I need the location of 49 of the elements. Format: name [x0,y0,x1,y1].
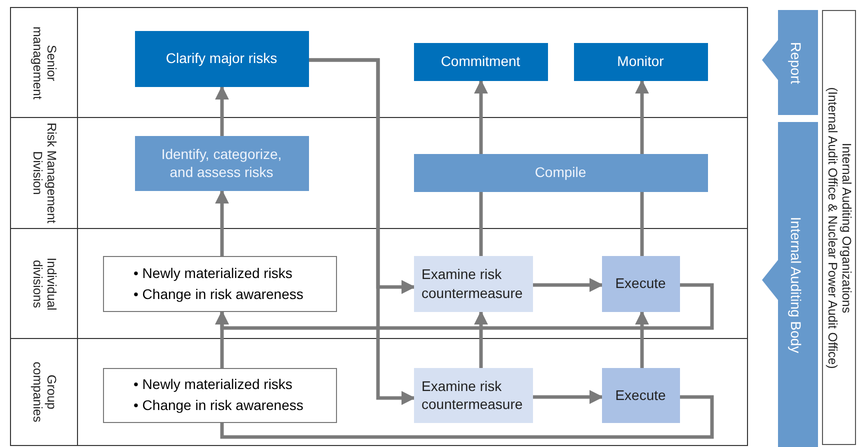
bullet-list-box [102,368,336,422]
bullet-list-box [102,256,336,312]
connector-arrow [635,80,649,154]
bullet-item: • Newly materialized risks [134,375,294,394]
organization-label: Internal Auditing Organizations [839,141,854,315]
process-box [574,42,708,80]
process-box [414,368,532,422]
process-label: Examine risk countermeasure [422,376,524,414]
process-box [414,256,532,312]
lane-label: Risk Management Division [30,122,58,224]
process-box [414,42,548,80]
connector-arrow [309,58,416,405]
process-box [134,136,308,190]
process-label: Execute [615,386,666,404]
process-label: Commitment [440,52,520,71]
auditing-arrow-band [762,122,818,447]
connector-arrow [474,80,488,154]
process-label: Examine risk countermeasure [422,265,524,302]
swimlane [10,7,748,118]
swimlane [10,338,748,446]
lane-label: Group companies [30,360,58,424]
process-label: Monitor [617,52,664,71]
connector-arrow [474,310,488,368]
organization-box [822,10,856,445]
connector-arrow [533,390,604,404]
bullet-item: • Newly materialized risks [134,264,294,283]
swimlane [10,228,748,339]
process-box [414,154,708,192]
connector-arrow [215,283,714,330]
band-label: Internal Auditing Body [788,216,804,353]
bullet-item: • Change in risk awareness [134,284,304,304]
band-label: Report [788,41,804,84]
connector-arrow [215,86,229,136]
connector-arrow [533,278,604,292]
process-box [134,30,308,86]
report-arrow-band [762,10,818,115]
process-label: Identify, categorize, and assess risks [160,144,283,182]
process-label: Execute [615,274,666,293]
organization-label: (Internal Audit Office & Nuclear Power Audit Office) [824,86,839,368]
swimlane [10,117,748,229]
process-label: Clarify major risks [166,49,278,68]
lane-label: Senior management [30,25,58,102]
connector-arrow [635,310,649,368]
connector-arrow [215,190,229,256]
process-box [602,368,680,422]
process-box [602,256,680,312]
process-label: Compile [534,163,586,182]
lane-label: Individual divisions [30,256,58,312]
bullet-item: • Change in risk awareness [134,396,304,415]
